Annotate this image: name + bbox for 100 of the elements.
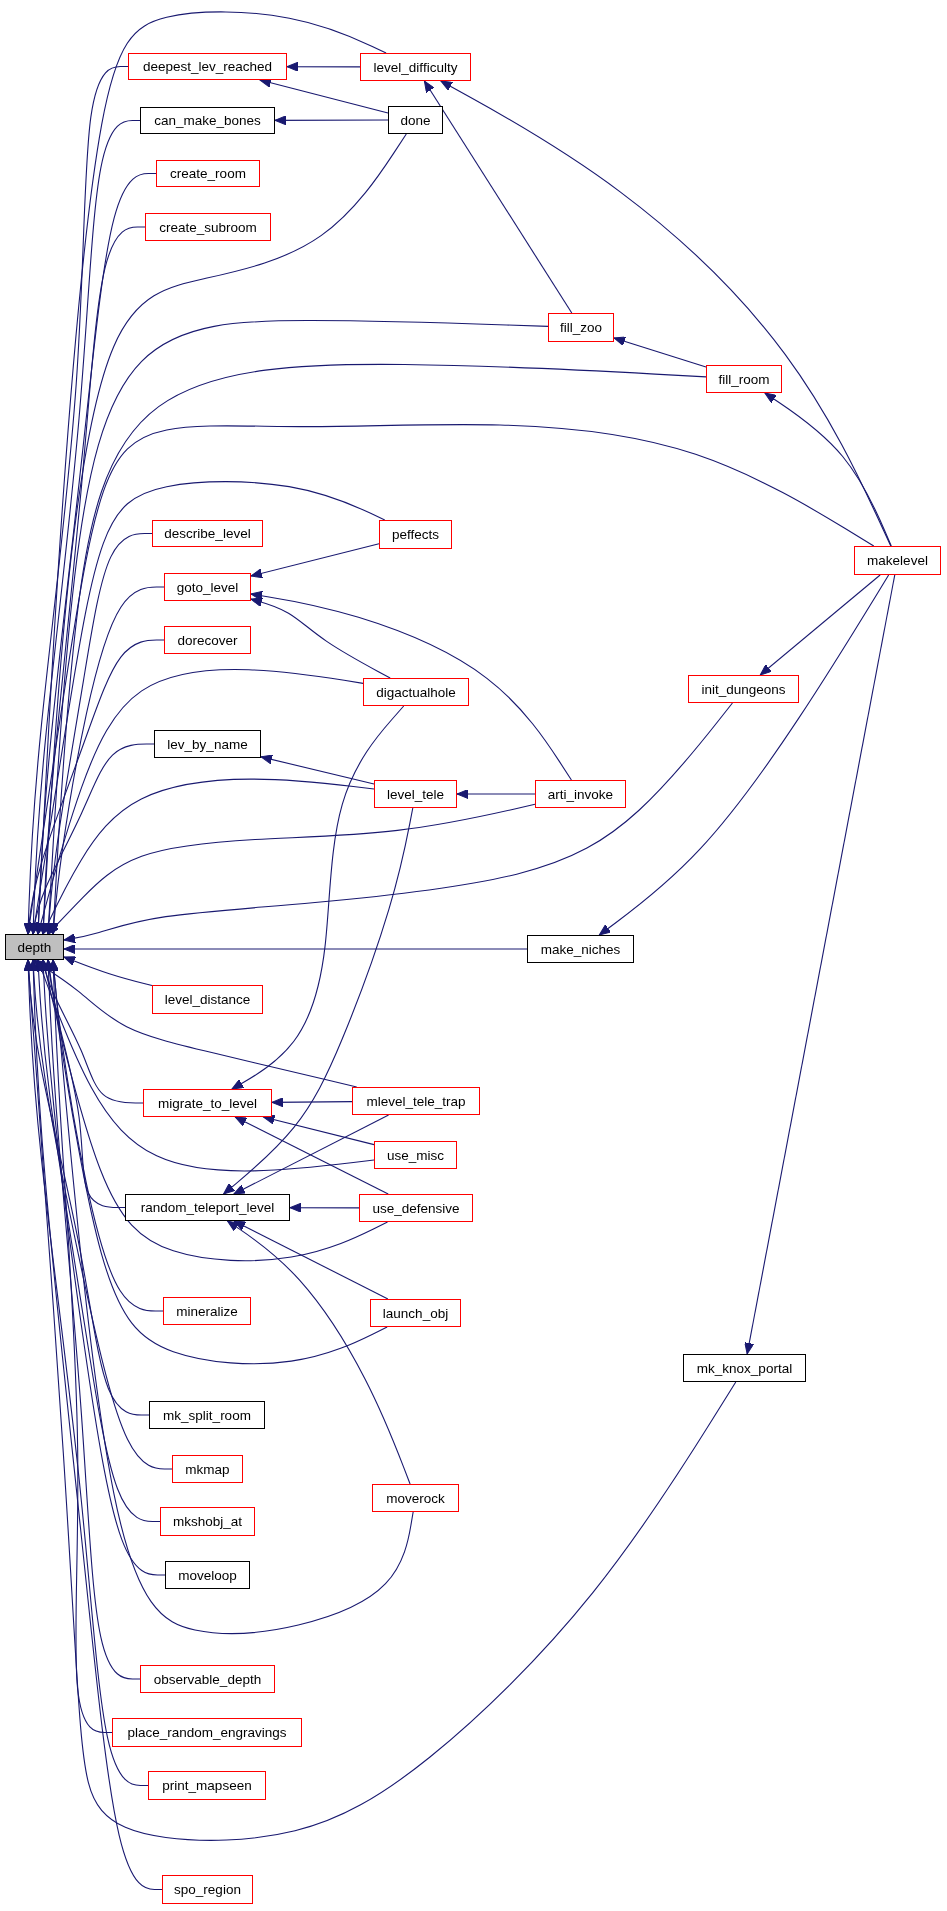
arrow [250,543,380,579]
function-name: deepest_lev_reached [142,59,273,74]
function-name: mkshobj_at [172,1514,242,1529]
function-name: level_distance [164,992,251,1007]
function-name: goto_level [176,579,239,595]
function-name: launch_obj [382,1305,449,1321]
function-name: fill_room [718,371,770,387]
function-name: level_difficulty [373,59,458,75]
arrow [250,590,572,781]
function-name: can_make_bones [154,113,261,128]
function-box [360,53,471,81]
arrow [456,789,536,799]
function-name: mineralize [176,1303,238,1319]
function-box [154,730,261,758]
arrow [613,336,707,368]
arrow [744,574,896,1355]
function-box [140,1665,275,1693]
function-name: make_niches [540,941,621,957]
function-box [128,53,287,80]
arrow [63,956,153,987]
function-name: observable_depth [153,1671,262,1687]
arrow [260,754,375,785]
function-name: dorecover [177,632,238,648]
arrow [44,959,388,1365]
arrow [423,80,573,314]
arrow [226,1220,411,1485]
function-box [363,678,469,706]
arrow [271,1097,353,1108]
function-name: mlevel_tele_trap [366,1093,466,1109]
function-name: done [400,112,431,128]
function-name: random_teleport_level [140,1200,275,1215]
function-name: mk_knox_portal [696,1360,793,1376]
function-name: digactualhole [376,684,456,700]
arrow [598,574,890,936]
arrow [250,597,391,679]
function-name: migrate_to_level [157,1095,258,1111]
function-box [162,1875,253,1904]
arrow [36,668,364,935]
arrow [274,115,389,126]
function-box [374,780,457,808]
arrow [49,959,414,1635]
function-name: spo_region [174,1882,241,1897]
function-box [148,1771,266,1800]
function-box [370,1299,461,1327]
function-box [854,546,941,575]
function-box [152,520,263,547]
function-box [145,213,271,241]
function-box [172,1455,243,1483]
function-box [163,1297,251,1325]
arrow [38,133,407,935]
function-box [164,626,251,654]
arrow [764,392,892,547]
function-box [149,1401,265,1429]
function-name: create_room [170,166,246,181]
function-name: moveloop [178,1567,237,1583]
function-name: init_dungeons [701,681,786,697]
arrow [286,61,361,72]
function-box [683,1354,806,1382]
function-box [388,106,443,134]
arrow [233,1220,389,1300]
function-box [548,313,614,342]
function-box [535,780,626,808]
arrow [63,944,528,954]
function-name: fill_zoo [560,320,602,335]
function-box [140,107,275,134]
arrow [440,80,892,547]
arrow [63,702,733,944]
function-name: describe_level [164,526,251,541]
function-box [372,1484,459,1512]
arrow [29,481,386,935]
function-name: use_misc [387,1147,444,1163]
function-name: peffects [391,527,439,542]
function-box [359,1194,473,1222]
function-name: place_random_engravings [127,1725,287,1740]
arrow [23,959,737,1841]
arrow [47,803,536,935]
function-name: arti_invoke [547,786,614,802]
function-name: use_defensive [372,1200,460,1216]
function-box [152,985,263,1014]
arrow [262,1114,375,1146]
function-box [112,1718,302,1747]
function-box [160,1507,255,1536]
function-name: print_mapseen [162,1778,252,1793]
function-box [352,1087,480,1115]
function-box [379,520,452,549]
function-name: lev_by_name [167,736,248,752]
function-box [164,573,251,601]
function-box [706,365,782,393]
function-box [125,1194,290,1221]
function-name: mkmap [185,1461,230,1477]
function-box [688,675,799,703]
arrow [32,959,358,1088]
arrow [223,807,414,1195]
arrow [42,778,375,935]
function-name: level_tele [386,786,444,802]
arrow [289,1202,360,1213]
function-box [165,1561,250,1589]
arrow [759,574,881,676]
function-box [143,1089,272,1117]
function-box [527,935,634,963]
